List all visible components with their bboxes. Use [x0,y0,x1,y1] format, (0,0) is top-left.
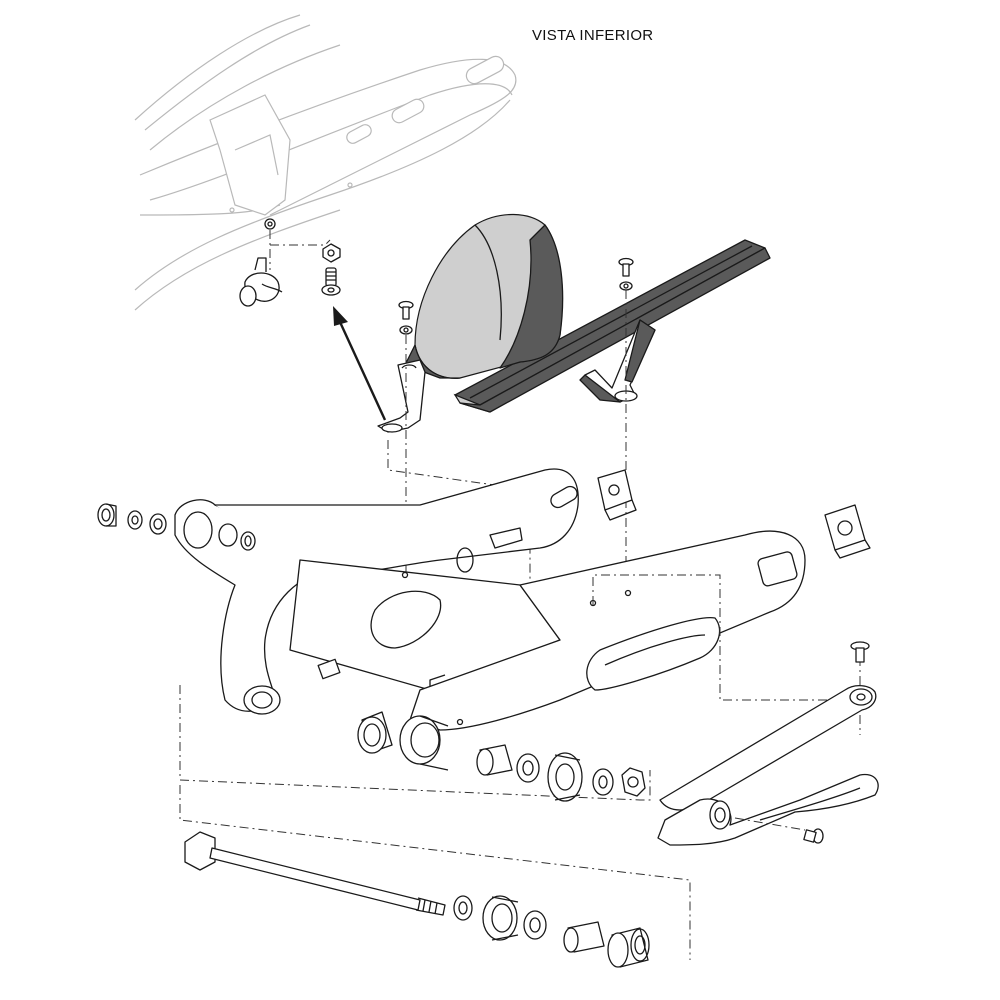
pivot-ring [149,513,167,535]
linkage-arm [657,773,879,846]
view-label: VISTA INFERIOR [532,27,654,44]
pivot-bushing-left [218,523,256,551]
rear-hugger-fender [377,213,771,433]
chain-adjuster-block-right [824,504,871,559]
axle-collar [482,895,519,941]
frame-ghost [134,14,517,311]
dash-right-arm [592,574,861,735]
cable-clip [239,257,283,307]
fender-screw-left [398,300,414,335]
pivot-washer [127,510,143,530]
arrow-indicator [333,306,387,421]
frame-mount-screw [264,218,276,230]
fender-screw-right [618,257,634,291]
pivot-collar [547,752,583,802]
pivot-washer-small [592,768,614,796]
pivot-washer-mid [516,753,540,783]
dash-axle-bottom [179,785,691,960]
pivot-cap [97,503,117,527]
axle-bearing [607,927,650,968]
bolt-upper [321,267,341,296]
axle-washer-1 [453,895,473,921]
nut [322,243,341,263]
axle-sleeve [563,921,605,953]
chain-adjuster-block-left [597,469,637,521]
linkage-screw [850,641,870,663]
dash-pivot-bottom [179,685,651,801]
linkage-bolt [734,817,824,844]
axle-washer-2 [523,910,547,940]
dash-frame-screw [269,230,331,270]
pivot-sleeve [476,744,513,776]
swingarm [174,468,806,771]
pivot-axle-bolt [184,831,446,916]
pivot-bearing [357,711,393,754]
pivot-nut [621,767,646,797]
